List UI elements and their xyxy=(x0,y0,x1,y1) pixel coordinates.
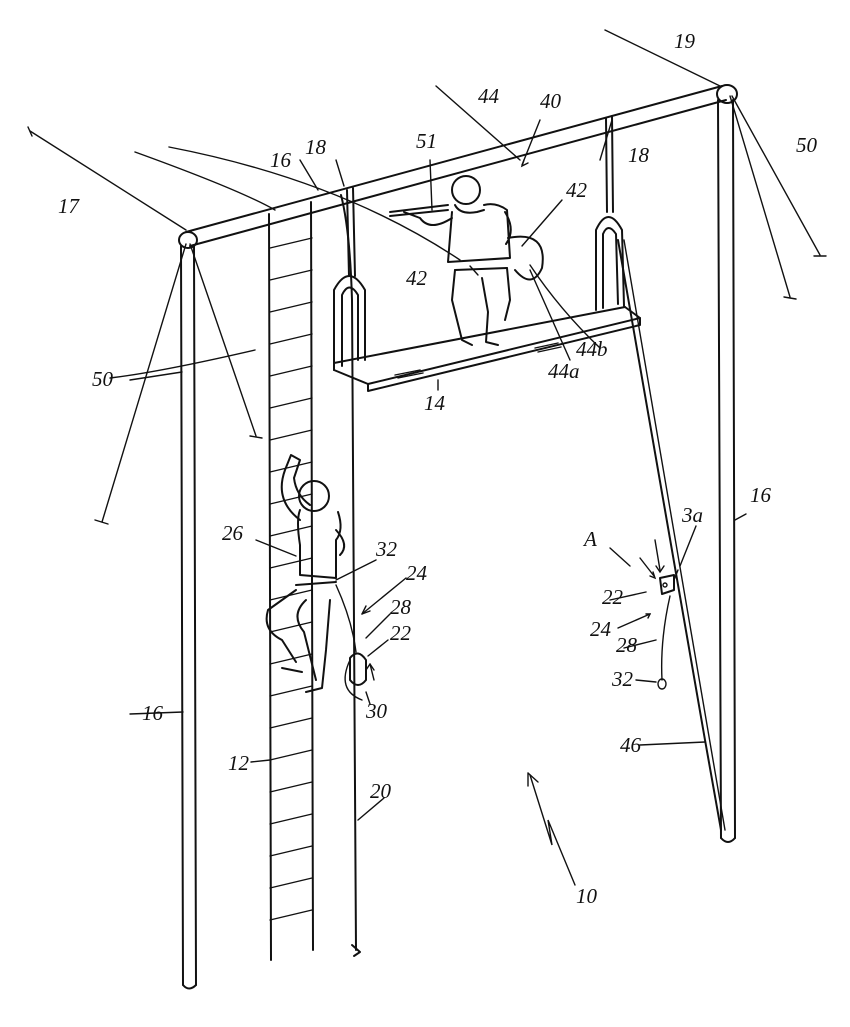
label-32-left: 32 xyxy=(375,537,398,561)
label-42-left: 42 xyxy=(406,266,428,290)
ladder-rung xyxy=(269,717,313,729)
top-beam xyxy=(178,84,738,249)
ladder-rung xyxy=(269,461,313,473)
label-16-left: 16 xyxy=(142,701,164,725)
label-16-top: 16 xyxy=(270,148,292,172)
label-50-right: 50 xyxy=(796,133,818,157)
label-18-right: 18 xyxy=(628,143,650,167)
ladder-rung xyxy=(269,877,313,889)
label-44: 44 xyxy=(478,84,500,108)
ladder-rung xyxy=(269,845,313,857)
label-14: 14 xyxy=(424,391,446,415)
ladder-rung xyxy=(269,621,313,633)
label-20: 20 xyxy=(370,779,392,803)
label-50-left: 50 xyxy=(92,367,114,391)
reference-labels: 17 19 44 40 51 16 18 18 50 42 42 44b 44a… xyxy=(58,29,818,908)
label-26: 26 xyxy=(222,521,244,545)
left-post xyxy=(180,245,197,990)
ladder-rung xyxy=(269,589,313,601)
ladder-rung xyxy=(269,685,313,697)
label-18-left: 18 xyxy=(305,135,327,159)
label-22-left: 22 xyxy=(390,621,412,645)
label-24-right: 24 xyxy=(590,617,612,641)
label-46: 46 xyxy=(620,733,642,757)
label-32-right: 32 xyxy=(611,667,634,691)
ladder-rung xyxy=(269,781,313,793)
label-30: 30 xyxy=(365,699,388,723)
label-22-right: 22 xyxy=(602,585,624,609)
label-A: A xyxy=(582,527,597,551)
label-16-right: 16 xyxy=(750,483,772,507)
ladder-rung xyxy=(269,493,313,505)
right-guy-wires xyxy=(729,95,827,300)
ladder-rung xyxy=(269,269,313,281)
label-40: 40 xyxy=(540,89,562,113)
person-ladder xyxy=(265,454,346,693)
lanyard-left xyxy=(335,584,375,701)
leader-lines-top xyxy=(27,29,721,261)
label-42-right: 42 xyxy=(566,178,588,202)
ladder-rung xyxy=(269,429,313,441)
ladder-rung xyxy=(269,653,313,665)
left-guy-wires xyxy=(94,243,263,525)
ladder-rung xyxy=(269,749,313,761)
ladder-rung xyxy=(269,237,313,249)
label-10: 10 xyxy=(576,884,598,908)
label-17: 17 xyxy=(58,194,81,218)
leaders xyxy=(109,119,747,886)
ladder-rung xyxy=(269,557,313,569)
detail-a xyxy=(639,539,679,690)
label-24-left: 24 xyxy=(406,561,428,585)
ladder-rung xyxy=(269,909,313,921)
label-28-right: 28 xyxy=(616,633,638,657)
rope xyxy=(340,194,361,957)
right-post xyxy=(717,99,736,843)
label-12: 12 xyxy=(228,751,250,775)
ladder-rung xyxy=(269,365,313,377)
label-3a: 3a xyxy=(681,503,703,527)
ladder-rung xyxy=(269,525,313,537)
label-28-left: 28 xyxy=(390,595,412,619)
label-44b: 44b xyxy=(576,337,608,361)
label-51: 51 xyxy=(416,129,437,153)
ladder-rung xyxy=(269,301,313,313)
ladder-rung xyxy=(269,397,313,409)
ladder xyxy=(268,201,314,961)
anchor-cable xyxy=(617,239,726,831)
platform xyxy=(333,216,641,392)
ladder-rung xyxy=(269,813,313,825)
ladder-rung xyxy=(269,333,313,345)
person-platform xyxy=(389,175,544,346)
label-44a: 44a xyxy=(548,359,580,383)
label-19: 19 xyxy=(674,29,696,53)
